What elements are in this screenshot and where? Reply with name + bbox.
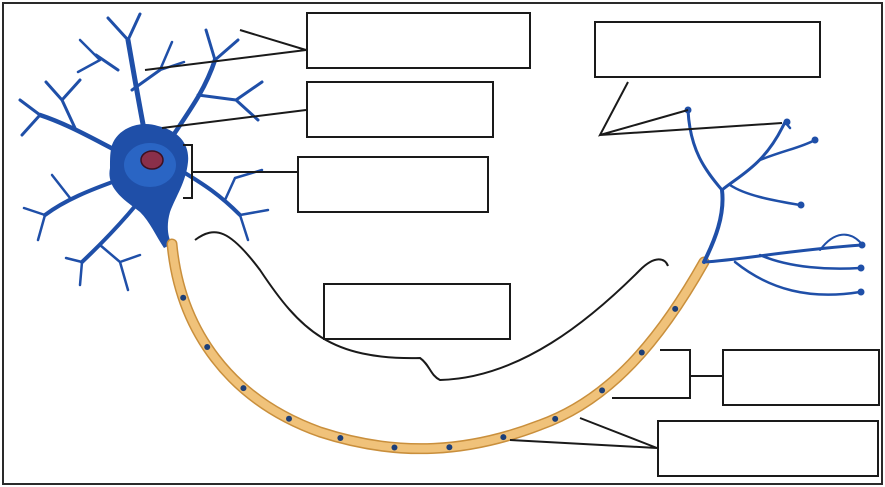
label-box-nucleus[interactable]: [306, 81, 494, 138]
label-box-node-of-ranvier[interactable]: [722, 349, 880, 406]
label-box-myelin-sheath[interactable]: [657, 420, 879, 477]
nucleus: [140, 150, 164, 170]
node-of-ranvier: [638, 349, 645, 356]
node-of-ranvier: [446, 444, 453, 451]
axon-myelin-fill: [168, 240, 708, 453]
leader-lines: [144, 29, 783, 449]
axon-terminals: [686, 108, 864, 296]
leader-nucleus: [161, 109, 307, 129]
node-of-ranvier: [552, 415, 559, 422]
node-of-ranvier: [337, 434, 344, 441]
node-of-ranvier: [672, 305, 679, 312]
node-of-ranvier: [180, 294, 187, 301]
leader-axon-terminals: [598, 81, 783, 137]
label-box-axon[interactable]: [323, 283, 511, 340]
node-of-ranvier: [599, 387, 606, 394]
node-of-ranvier: [391, 444, 398, 451]
bracket-node: [612, 349, 691, 399]
label-box-cell-body[interactable]: [297, 156, 489, 213]
node-of-ranvier: [286, 415, 293, 422]
node-of-ranvier: [204, 344, 211, 351]
nodes-of-ranvier: [180, 294, 679, 451]
node-of-ranvier: [240, 385, 247, 392]
node-of-ranvier: [500, 434, 507, 441]
label-box-axon-terminals[interactable]: [594, 21, 821, 78]
leader-dendrites: [144, 29, 307, 71]
leader-myelin: [509, 417, 658, 449]
label-box-dendrites[interactable]: [306, 12, 531, 69]
brace-axon: [194, 231, 669, 382]
